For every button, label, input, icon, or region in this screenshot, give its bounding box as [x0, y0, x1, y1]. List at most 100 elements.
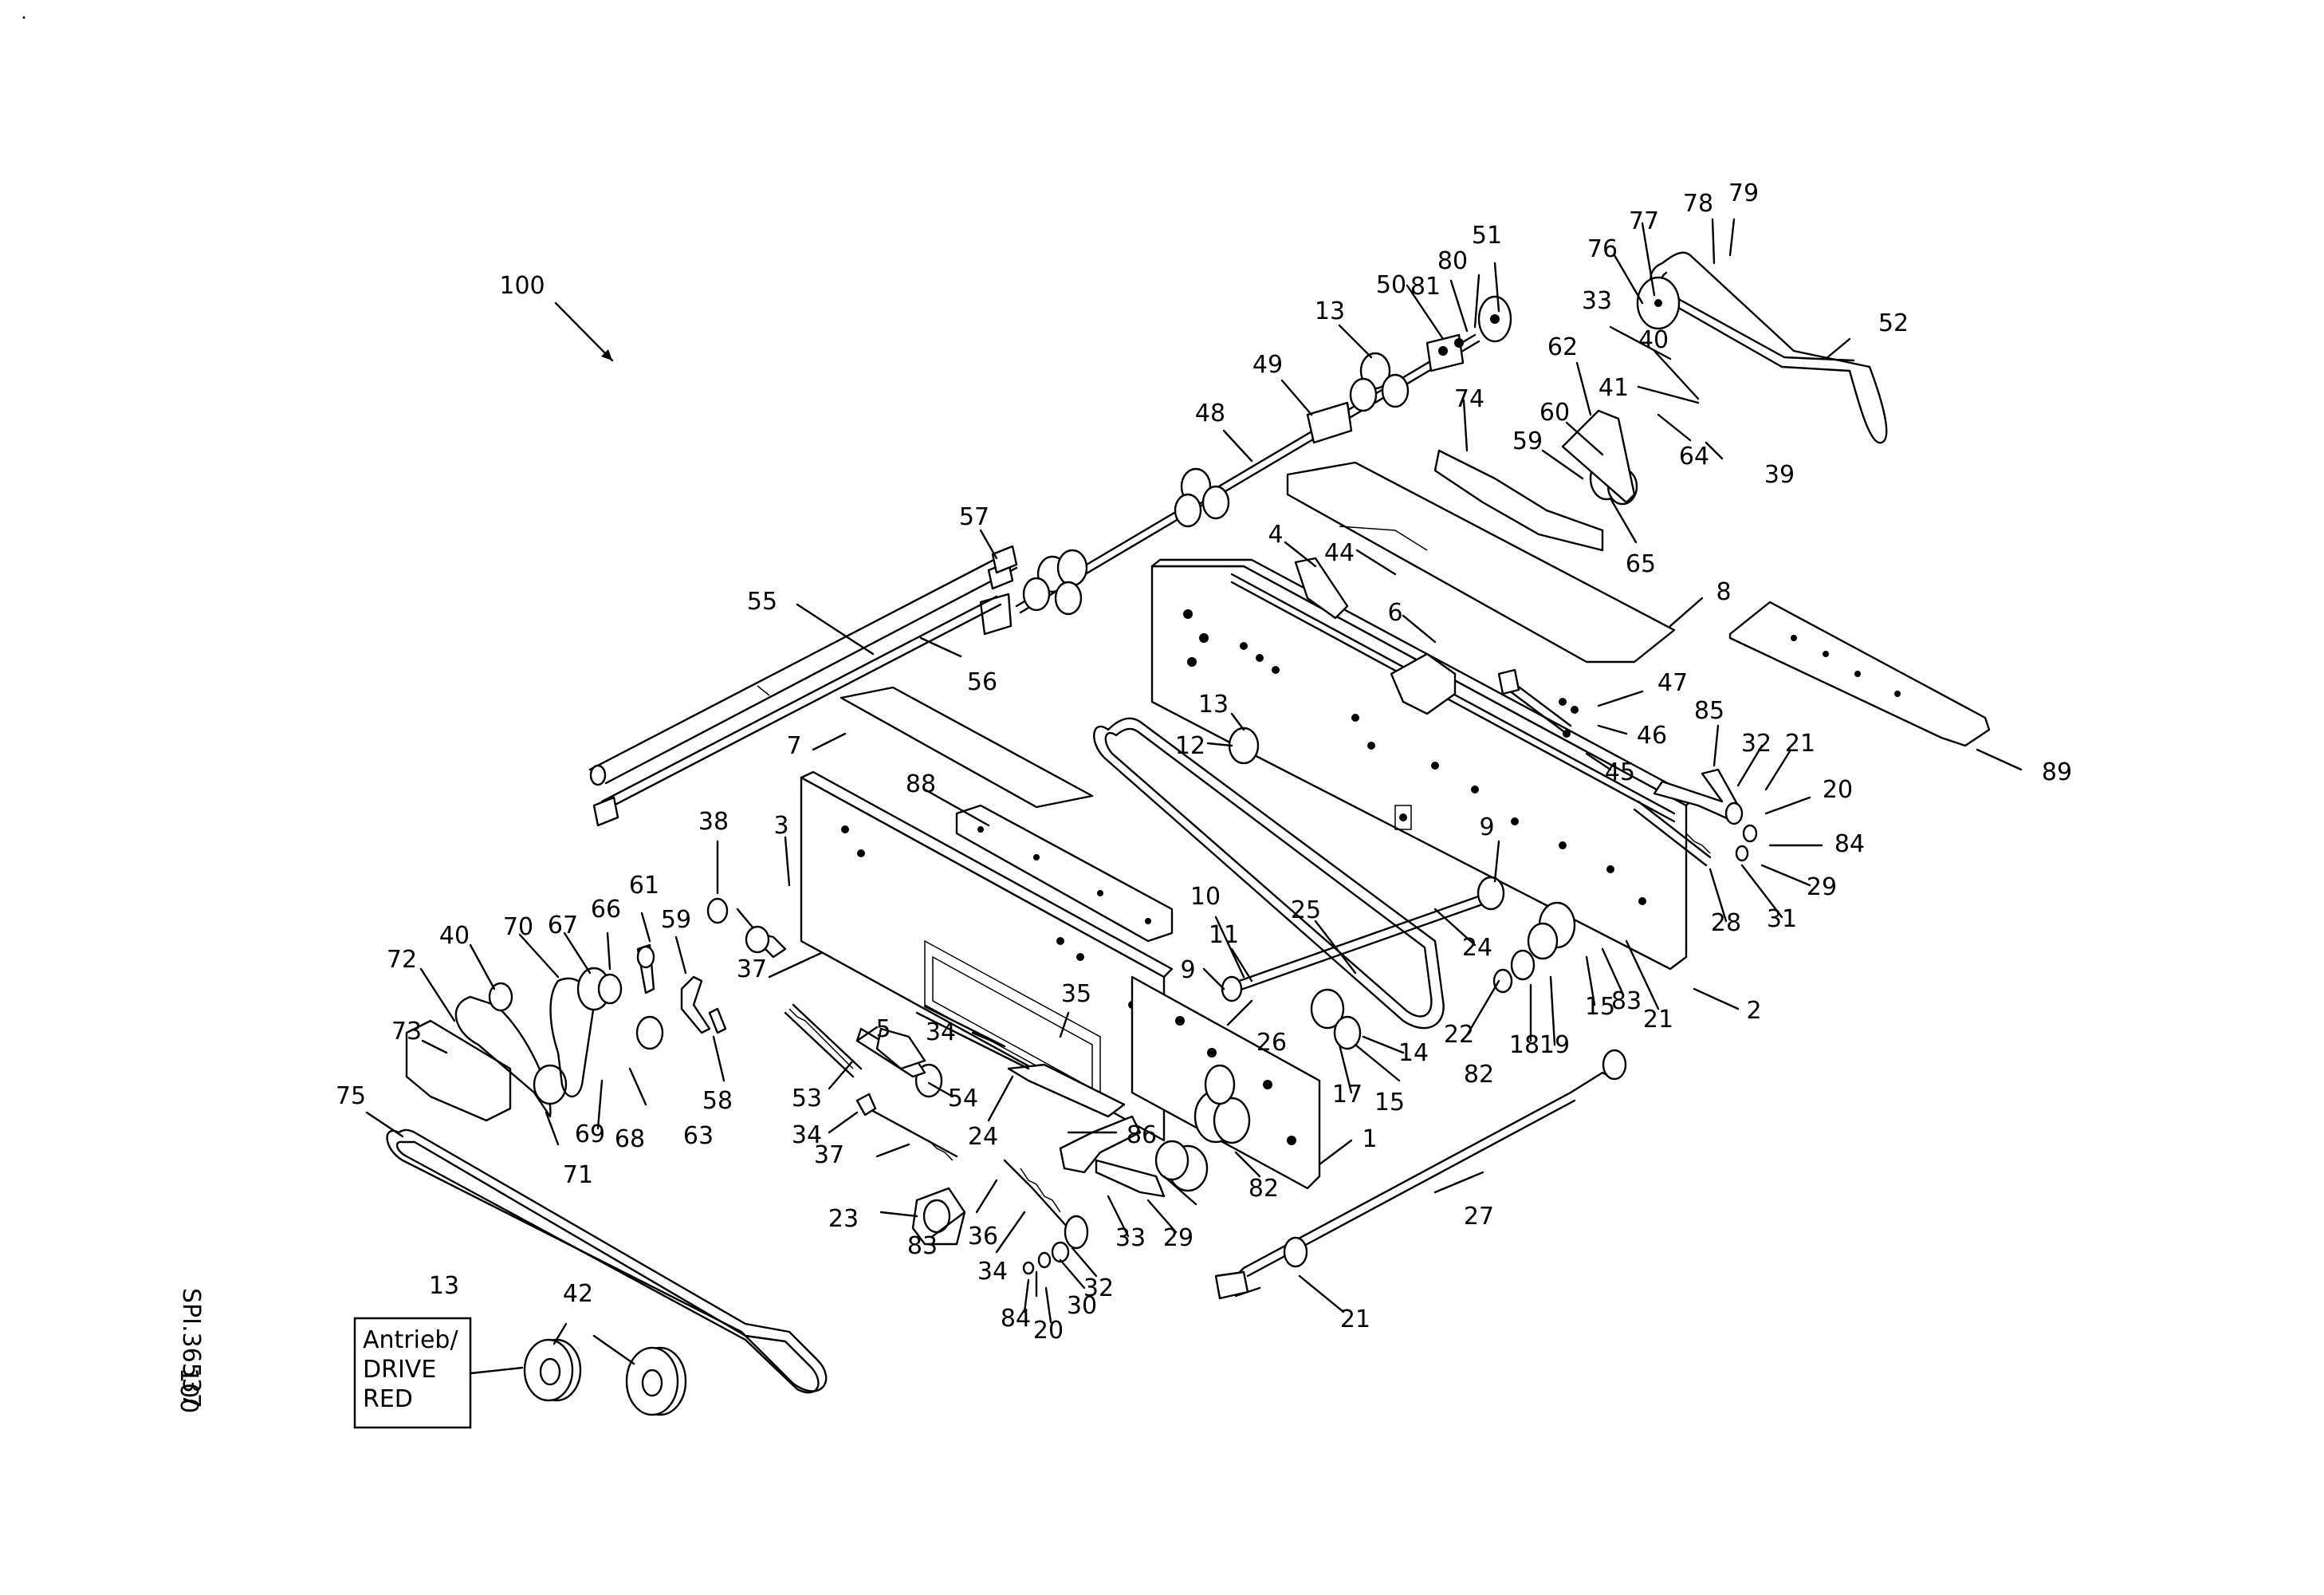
callout-34: 34: [977, 1258, 1008, 1286]
callout-89: 89: [2042, 758, 2072, 786]
drive-box-leader: [469, 1366, 524, 1375]
callout-2: 2: [1746, 997, 1761, 1025]
drive-box-frame: [353, 1317, 472, 1429]
callout-76: 76: [1587, 235, 1618, 263]
drive-reference-box: Antrieb/ DRIVE RED: [353, 1317, 524, 1429]
callout-6: 6: [1387, 599, 1402, 627]
drawing-id-page: 100: [175, 1368, 203, 1413]
callout-61: 61: [629, 872, 659, 900]
belt-52: [1636, 251, 1888, 444]
callout-64: 64: [1679, 443, 1709, 471]
callout-82: 82: [1249, 1175, 1279, 1203]
callout-32: 32: [1083, 1274, 1114, 1302]
callout-11: 11: [1209, 921, 1239, 949]
callout-66: 66: [591, 896, 621, 924]
callout-1: 1: [1362, 1125, 1377, 1153]
drawing-id-text: SPI.36537: [177, 1288, 205, 1408]
callout-36: 36: [968, 1223, 998, 1250]
assembly-arrow: [554, 301, 614, 362]
belt-75: [386, 1128, 828, 1394]
callout-50: 50: [1376, 271, 1406, 299]
callout-37: 37: [814, 1141, 844, 1169]
roller-55: [588, 545, 1018, 827]
callout-24: 24: [968, 1123, 998, 1151]
callout-5: 5: [875, 1015, 891, 1043]
callout-21: 21: [1340, 1306, 1370, 1333]
callout-51: 51: [1472, 222, 1502, 250]
callout-71: 71: [563, 1161, 593, 1189]
callout-77: 77: [1629, 207, 1659, 235]
drive-box-line-3: RED: [363, 1385, 413, 1413]
side-frame-3: [800, 770, 1174, 1142]
callout-68: 68: [615, 1125, 645, 1153]
shaft-9: [1221, 727, 1576, 1050]
callout-83: 83: [907, 1232, 938, 1260]
callout-22: 22: [1444, 1021, 1474, 1049]
callout-15: 15: [1374, 1089, 1405, 1116]
callout-39: 39: [1764, 461, 1795, 489]
callout-10: 10: [1190, 883, 1221, 911]
callout-49: 49: [1252, 351, 1283, 379]
callout-75: 75: [336, 1082, 366, 1110]
plate-89: [1728, 601, 1991, 747]
callout-60: 60: [1540, 399, 1570, 427]
callout-37: 37: [737, 955, 767, 983]
callout-17: 17: [1332, 1081, 1363, 1109]
callout-41: 41: [1598, 374, 1629, 402]
callout-85: 85: [1694, 697, 1724, 725]
callout-67: 67: [548, 912, 578, 939]
callout-86: 86: [1127, 1121, 1157, 1149]
callout-27: 27: [1464, 1203, 1494, 1231]
callout-24: 24: [1462, 934, 1492, 962]
callout-53: 53: [792, 1085, 822, 1113]
belt-25: [1093, 717, 1445, 1030]
bracket-73: [405, 982, 568, 1122]
callout-69: 69: [575, 1120, 605, 1148]
pulleys-87: [523, 1338, 687, 1416]
callout-42: 42: [563, 1280, 593, 1308]
callout-40: 40: [439, 922, 470, 950]
callout-72: 72: [387, 946, 417, 974]
callout-59: 59: [1512, 427, 1543, 455]
callout-55: 55: [747, 588, 777, 616]
bracket-4: [1294, 557, 1457, 715]
bracket-86: [1003, 1063, 1166, 1275]
callout-54: 54: [948, 1085, 978, 1113]
callout-20: 20: [1033, 1317, 1064, 1345]
callout-70: 70: [503, 913, 533, 941]
callout-52: 52: [1878, 309, 1909, 337]
callout-48: 48: [1195, 400, 1225, 427]
callout-14: 14: [1398, 1039, 1429, 1067]
callout-78: 78: [1683, 190, 1713, 218]
pulley-82: [1154, 1064, 1251, 1192]
callout-59: 59: [661, 906, 691, 934]
callout-63: 63: [683, 1122, 714, 1150]
shaft-48: [979, 295, 1512, 636]
callout-82: 82: [1464, 1061, 1494, 1089]
callout-58: 58: [702, 1087, 733, 1115]
callout-15: 15: [1585, 993, 1615, 1021]
callout-35: 35: [1061, 980, 1091, 1008]
callout-33: 33: [1115, 1224, 1146, 1252]
callout-29: 29: [1163, 1224, 1193, 1252]
callout-81: 81: [1410, 273, 1441, 301]
callout-25: 25: [1291, 896, 1321, 924]
guide-35: [875, 1005, 1030, 1070]
callout-74: 74: [1454, 385, 1484, 413]
callout-84: 84: [1834, 830, 1865, 858]
callout-9: 9: [1479, 813, 1494, 841]
callout-32: 32: [1741, 730, 1772, 758]
callout-9: 9: [1180, 956, 1195, 984]
shaft-23: [1214, 1049, 1627, 1300]
assembly-arrowhead: [601, 349, 612, 360]
callout-47: 47: [1657, 669, 1688, 697]
callout-7: 7: [786, 732, 801, 760]
callout-79: 79: [1728, 179, 1759, 207]
callout-65: 65: [1626, 550, 1656, 578]
bracket-85: [1633, 768, 1758, 867]
callout-13: 13: [429, 1272, 459, 1300]
levers-left: [636, 943, 727, 1034]
callout-73: 73: [391, 1018, 422, 1046]
callout-100: 100: [499, 272, 545, 300]
